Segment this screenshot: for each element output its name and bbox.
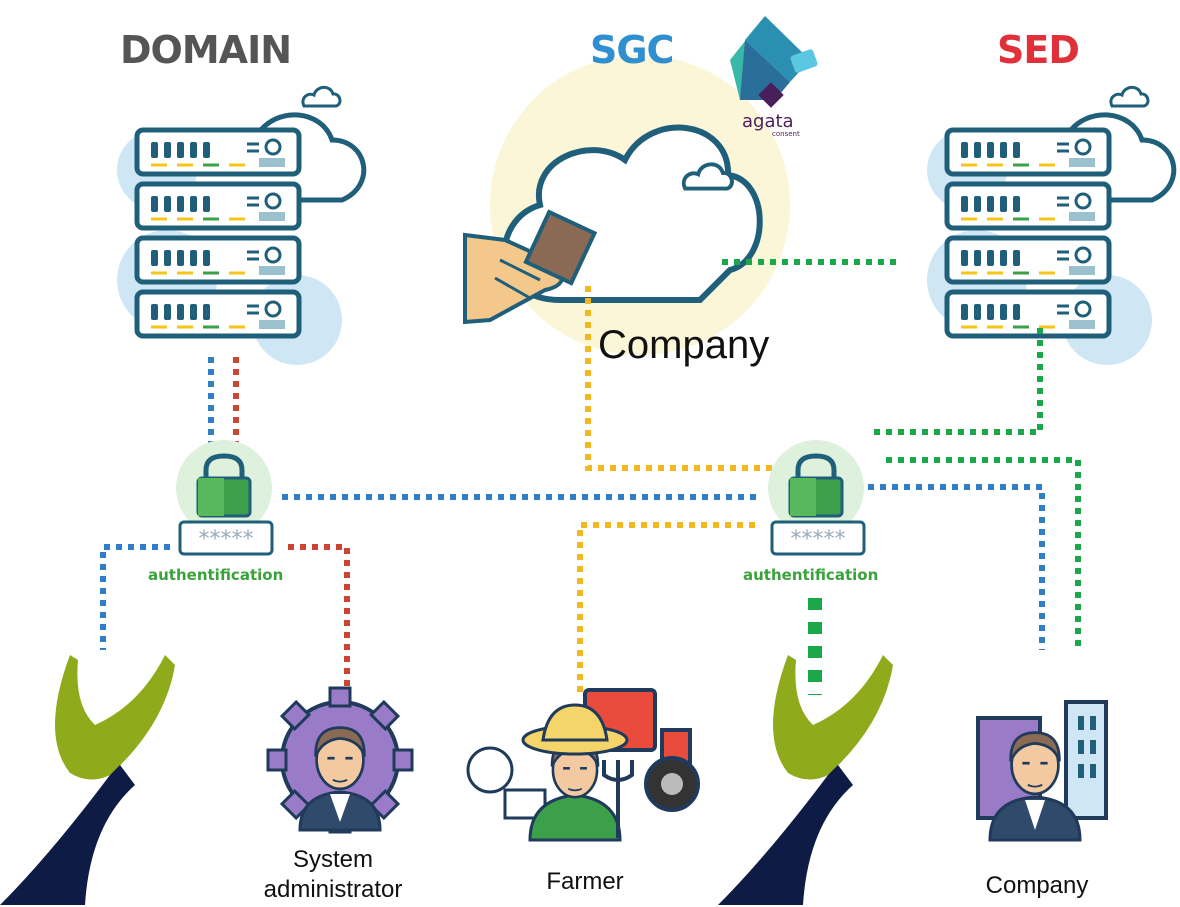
domain-heading: DOMAIN [120,28,292,72]
right-person-swoosh-icon [718,655,893,905]
sed-small-cloud-icon [1109,85,1150,108]
link-right-auth-to-company-green [886,457,1081,650]
farmer-label: Farmer [546,868,624,895]
sysadmin-gear-icon [266,686,414,834]
link-right-auth-to-company-blue [820,484,1045,650]
right-password-field: ***** [791,527,846,552]
sgc-heading: SGC [590,28,674,72]
left-auth-label: authentification [148,566,284,584]
handshake-icon [463,209,598,325]
sgc-cloud-label: Company [598,323,770,367]
link-left-auth-to-sysadmin-red [288,544,350,695]
left-password-field: ***** [199,527,254,552]
link-farmer-to-right-auth-yellow [577,522,760,692]
link-left-auth-to-swoosh-blue [100,544,170,650]
farmer-tractor-icon [466,688,700,842]
company-building-icon [976,700,1108,842]
agata-logo-text: agata [742,111,794,132]
domain-server-icon [117,115,364,365]
agata-logo-subtext: consent [772,130,800,138]
link-sed-to-right-auth-green [870,328,1043,435]
sed-heading: SED [997,28,1080,72]
right-auth-label: authentification [743,566,879,584]
domain-small-cloud-icon [301,85,342,108]
left-person-swoosh-icon [0,655,175,905]
sysadmin-label: System administrator [263,846,403,903]
link-sgc-to-right-auth-yellow [585,286,780,471]
agata-logo-icon: agata consent [730,16,818,138]
sed-server-icon [927,115,1174,365]
company-label: Company [985,872,1089,899]
